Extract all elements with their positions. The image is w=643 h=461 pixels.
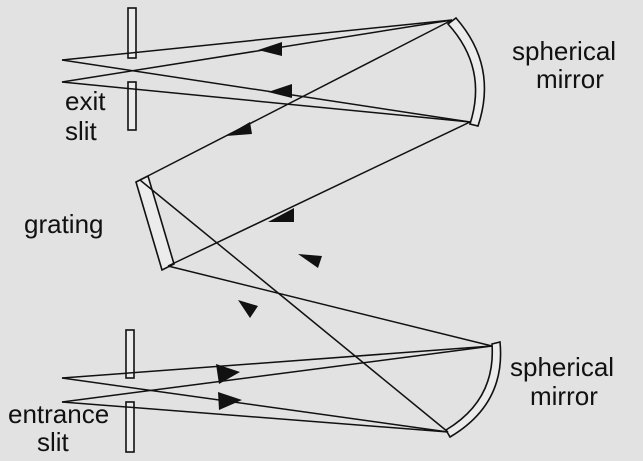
arrowhead-diffracted-2 [226,122,252,136]
entrance-slit-label-line1: entrance [8,399,109,429]
arrowhead-diffracted-1 [268,208,294,222]
exit-ray-2 [61,59,471,123]
arrowhead-exit-2 [268,84,292,98]
arrowhead-entrance-lower [218,392,242,410]
entrance-slit-label-line2: slit [37,427,70,457]
diffracted-ray-2 [139,19,453,181]
arrowhead-collimated-2 [238,300,258,318]
collimated-ray-2 [139,179,449,433]
grating-label: grating [24,209,104,239]
top-mirror-surface [446,16,486,127]
top-spherical-mirror [446,16,486,127]
exit-slit-label-line2: slit [65,116,98,146]
exit-slit-lower-jaw [127,81,137,131]
diagram-labels: exit slit grating entrance slit spherica… [8,36,616,457]
diffracted-ray-1 [167,121,471,267]
bottom-mirror-label-line1: spherical [510,352,614,382]
bottom-spherical-mirror [444,340,502,439]
arrowhead-exit-1 [258,42,282,56]
bottom-mirror-label-line2: mirror [530,381,598,411]
exit-slit [127,7,137,131]
entrance-ray-upper-cross [61,377,449,433]
entrance-ray-lower [61,401,449,433]
arrowhead-collimated-1 [298,254,322,268]
exit-ray-1 [61,19,453,83]
entrance-ray-lower-cross [61,345,493,403]
grating-body [135,174,175,272]
top-mirror-label-line2: mirror [536,64,604,94]
entrance-slit-upper-jaw [125,329,135,379]
arrowhead-entrance-upper [216,364,240,384]
exit-slit-upper-jaw [127,7,137,59]
exit-ray-2-cont [61,81,471,123]
exit-slit-label-line1: exit [65,86,106,116]
entrance-ray-upper [61,345,493,379]
collimated-ray-1 [167,265,493,347]
top-mirror-label-line1: spherical [512,36,616,66]
ray-paths [61,19,493,433]
exit-ray-1-cont [61,19,453,61]
ray-arrowheads [216,42,322,410]
bottom-mirror-surface [444,340,502,439]
entrance-slit-lower-jaw [125,401,135,453]
entrance-slit [125,329,135,453]
grating [135,174,175,272]
